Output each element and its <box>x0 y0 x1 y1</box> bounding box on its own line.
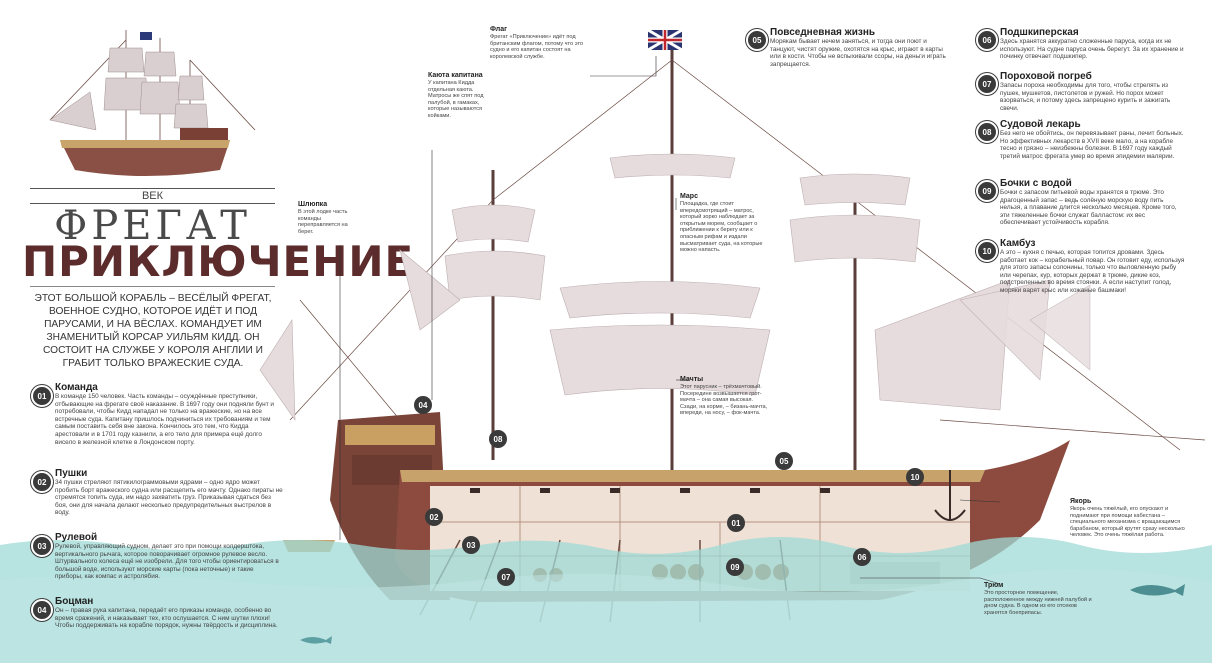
item-text: Без него не обойтись, он перевязывает ра… <box>1000 130 1184 160</box>
item-text: Здесь хранятся аккуратно сложенные парус… <box>1000 38 1184 61</box>
callout-flag: Флаг Фрегат «Приключение» идёт под брита… <box>490 26 590 60</box>
ship-marker-09: 09 <box>726 558 744 576</box>
right-item-09: 09 Бочки с водой Бочки с запасом питьево… <box>976 178 1186 227</box>
callout-text: Якорь очень тяжёлый, его опускают и подн… <box>1070 506 1185 539</box>
badge-09: 09 <box>976 180 998 202</box>
kicker-text: ВЕК <box>141 190 164 202</box>
item-text: 34 пушки стреляют пятикилограммовыми ядр… <box>55 479 283 517</box>
ship-marker-06: 06 <box>853 548 871 566</box>
callout-mars: Марс Площадка, где стоит впередсмотрящий… <box>680 193 776 254</box>
item-text: Морякам бывает нечем заняться, и тогда о… <box>770 38 946 68</box>
item-title: Бочки с водой <box>1000 178 1072 189</box>
callout-title: Шлюпка <box>298 201 328 208</box>
right-item-08: 08 Судовой лекарь Без него не обойтись, … <box>976 119 1186 160</box>
right-item-05: 05 Повседневная жизнь Морякам бывает неч… <box>746 27 946 68</box>
item-title: Боцман <box>55 596 94 607</box>
century-kicker: ВЕК <box>30 188 275 204</box>
callout-title: Якорь <box>1070 498 1092 505</box>
left-item-02: 02 Пушки 34 пушки стреляют пятикилограмм… <box>31 468 283 517</box>
title-divider <box>30 286 275 287</box>
left-item-01: 01 Команда В команде 150 человек. Часть … <box>31 382 283 446</box>
badge-05: 05 <box>746 29 768 51</box>
item-title: Повседневная жизнь <box>770 27 876 38</box>
ship-marker-01: 01 <box>727 514 745 532</box>
ship-marker-04: 04 <box>414 396 432 414</box>
item-title: Рулевой <box>55 532 98 543</box>
left-item-04: 04 Боцман Он – правая рука капитана, пер… <box>31 596 283 630</box>
item-text: Бочки с запасом питьевой воды хранятся в… <box>1000 189 1177 227</box>
item-title: Пушки <box>55 468 88 479</box>
callout-anchor: Якорь Якорь очень тяжёлый, его опускают … <box>1070 498 1198 539</box>
item-title: Команда <box>55 382 98 393</box>
item-text: Запасы пороха необходимы для того, чтобы… <box>1000 82 1171 112</box>
right-item-06: 06 Подшкиперская Здесь хранятся аккуратн… <box>976 27 1186 61</box>
left-item-03: 03 Рулевой Рулевой, управляющий судном, … <box>31 532 283 581</box>
ship-marker-02: 02 <box>425 508 443 526</box>
callout-title: Флаг <box>490 26 508 33</box>
small-ship-illustration <box>49 30 256 176</box>
callout-text: Это просторное помещение, расположенное … <box>984 590 1092 616</box>
badge-08: 08 <box>976 121 998 143</box>
callout-text: Этот парусник – трёхмачтовый. Посередине… <box>680 384 768 417</box>
ship-marker-03: 03 <box>462 536 480 554</box>
badge-07: 07 <box>976 73 998 95</box>
ship-marker-10: 10 <box>906 468 924 486</box>
callout-title: Трюм <box>984 582 1004 589</box>
ship-marker-05: 05 <box>775 452 793 470</box>
callout-title: Каюта капитана <box>428 72 483 79</box>
badge-01: 01 <box>31 385 53 407</box>
item-text: В команде 150 человек. Часть команды – о… <box>55 393 274 446</box>
callout-boat: Шлюпка В этой лодке часть команды перепр… <box>298 201 362 235</box>
callout-text: Фрегат «Приключение» идёт под британским… <box>490 34 584 60</box>
item-title: Судовой лекарь <box>1000 119 1081 130</box>
badge-04: 04 <box>31 599 53 621</box>
title-line1: ФРЕГАТ <box>54 203 251 249</box>
badge-06: 06 <box>976 29 998 51</box>
badge-03: 03 <box>31 535 53 557</box>
callout-text: У капитана Кидда отдельная каюта. Матрос… <box>428 80 484 119</box>
badge-10: 10 <box>976 240 998 262</box>
ship-marker-07: 07 <box>497 568 515 586</box>
callout-cabin: Каюта капитана У капитана Кидда отдельна… <box>428 72 492 120</box>
item-text: Рулевой, управляющий судном, делает это … <box>55 543 279 581</box>
item-title: Камбуз <box>1000 238 1036 249</box>
right-item-10: 10 Камбуз А это – кухня с печью, которая… <box>976 238 1188 295</box>
callout-text: Площадка, где стоит впередсмотрящий – ма… <box>680 201 763 254</box>
item-title: Пороховой погреб <box>1000 71 1092 82</box>
badge-02: 02 <box>31 471 53 493</box>
callout-masts: Мачты Этот парусник – трёхмачтовый. Посе… <box>680 376 772 417</box>
ship-marker-08: 08 <box>489 430 507 448</box>
callout-title: Мачты <box>680 376 704 383</box>
callout-title: Марс <box>680 193 698 200</box>
item-text: А это – кухня с печью, которая топится д… <box>1000 249 1185 294</box>
callout-text: В этой лодке часть команды переправляетс… <box>298 209 348 235</box>
item-title: Подшкиперская <box>1000 27 1079 38</box>
intro-text: ЭТОТ БОЛЬШОЙ КОРАБЛЬ – ВЕСЁЛЫЙ ФРЕГАТ, В… <box>34 293 272 369</box>
right-item-07: 07 Пороховой погреб Запасы пороха необхо… <box>976 71 1186 112</box>
item-text: Он – правая рука капитана, передаёт его … <box>55 607 278 630</box>
callout-hold: Трюм Это просторное помещение, расположе… <box>984 582 1094 616</box>
